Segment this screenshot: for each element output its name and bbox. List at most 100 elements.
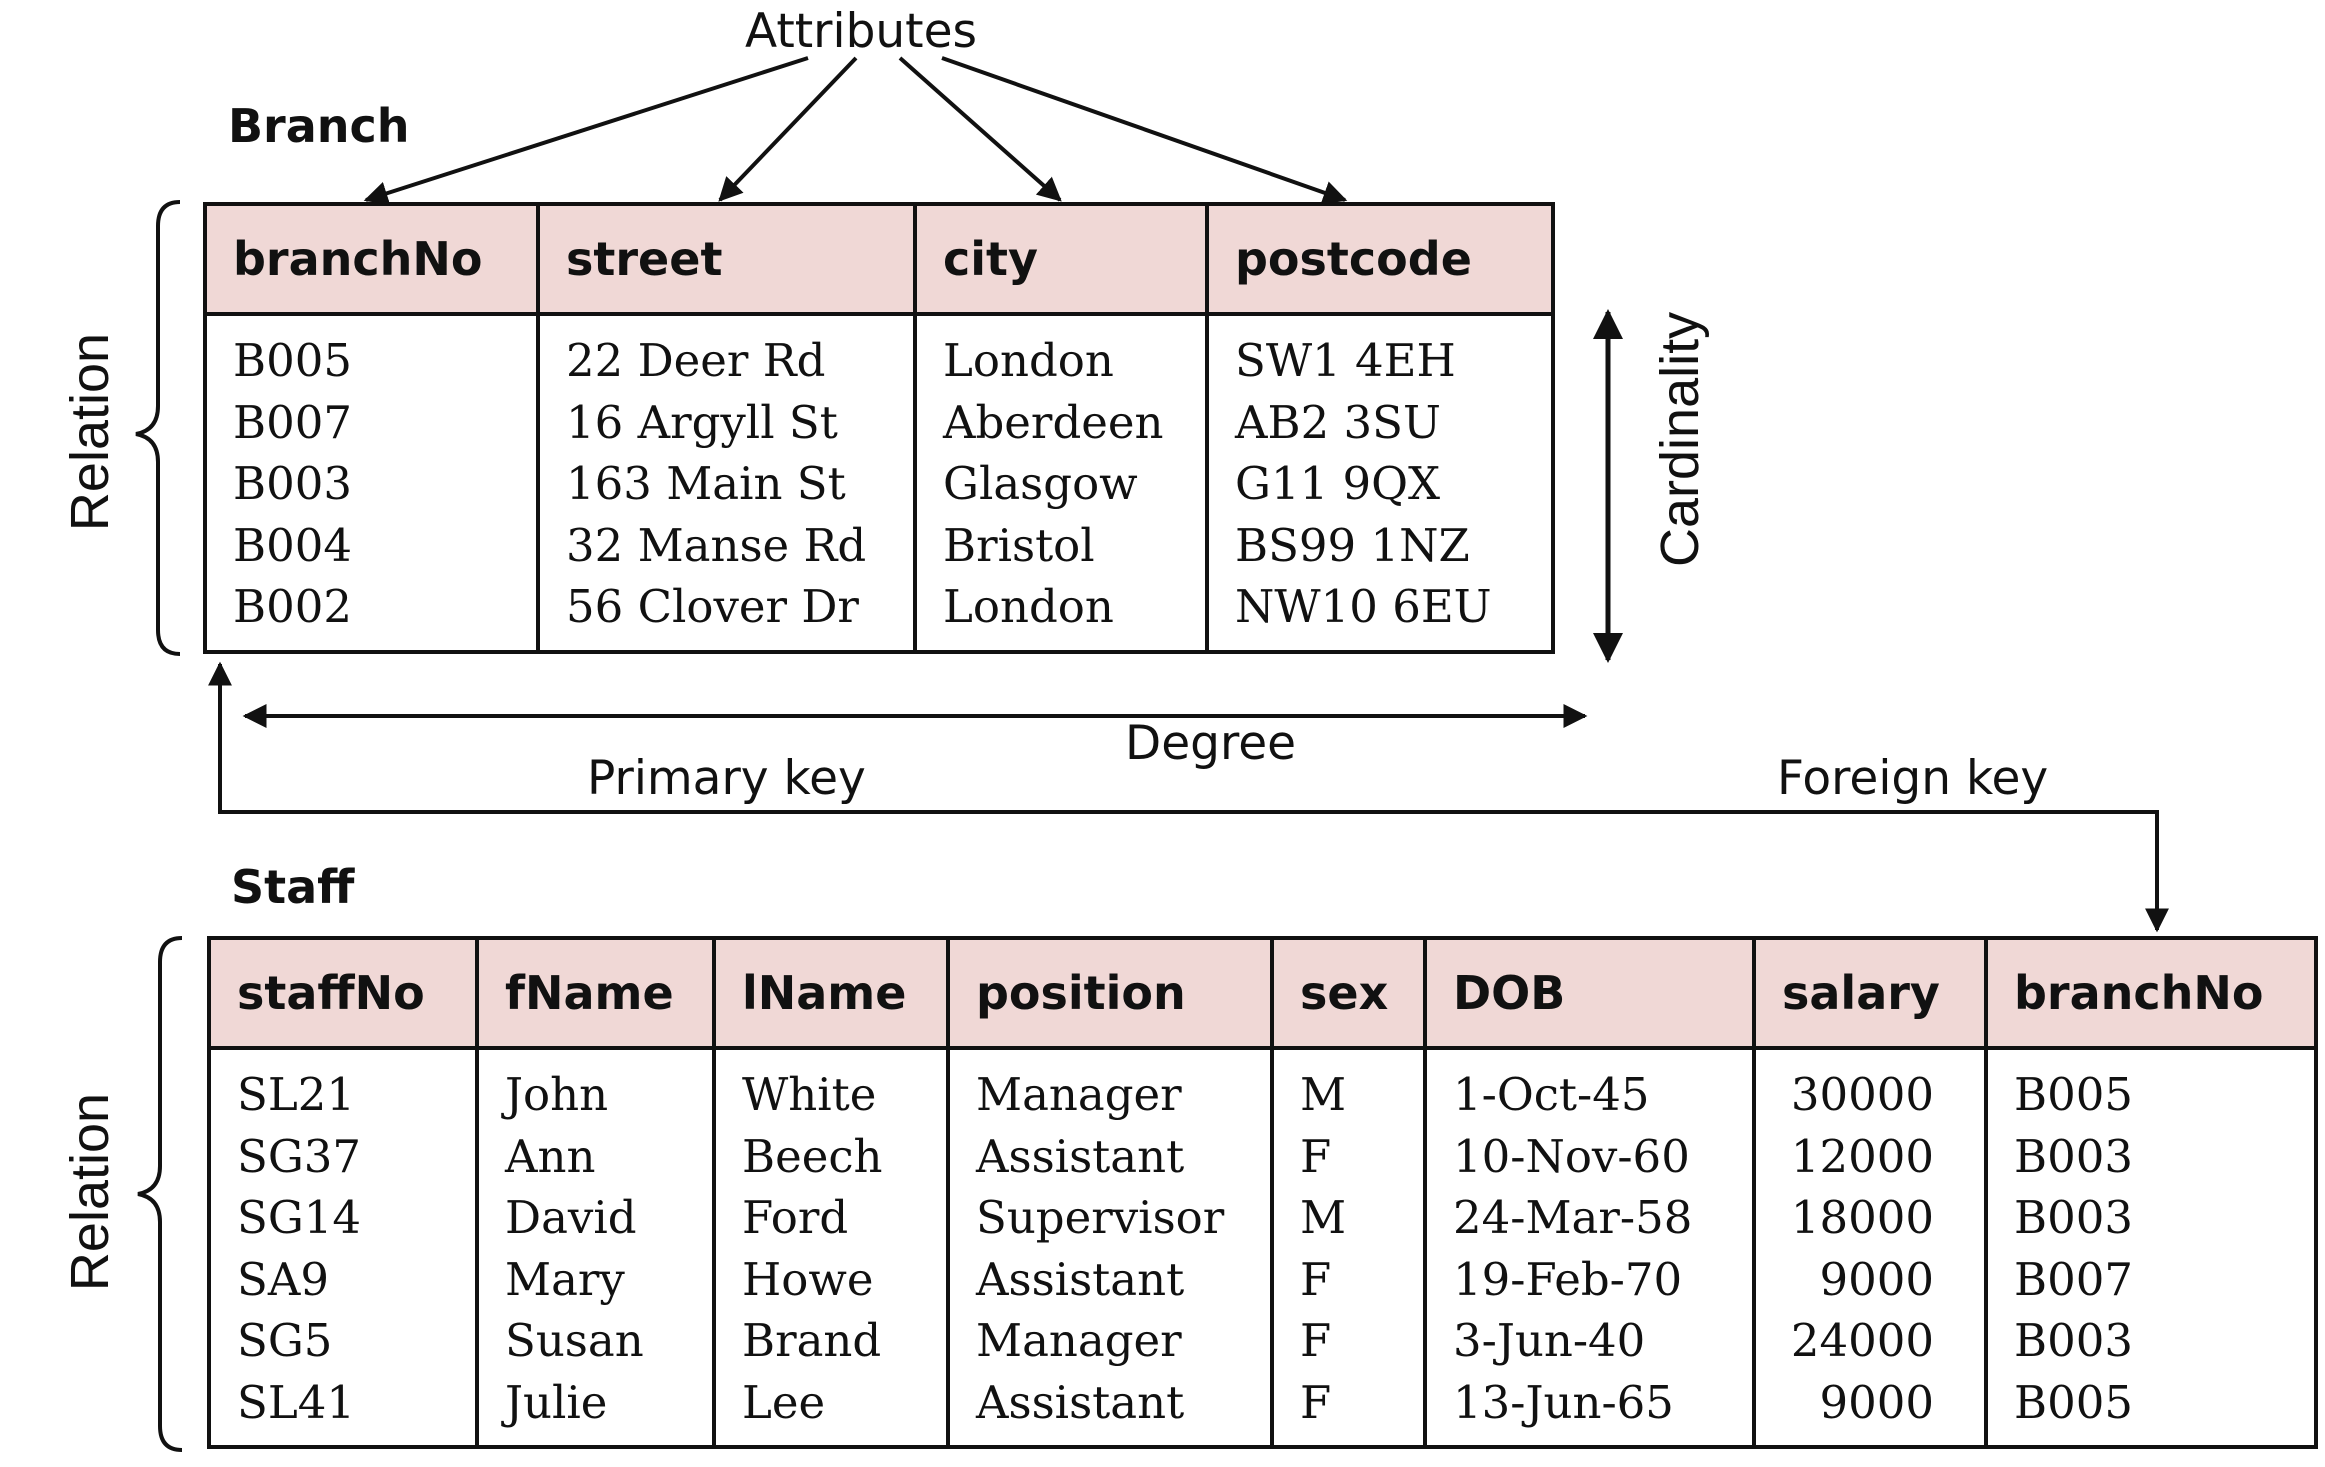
branch-cell: B002 xyxy=(203,576,540,652)
staff-col-header: fName xyxy=(475,938,716,1050)
staff-cell: SA9 xyxy=(207,1248,479,1310)
branch-col-header: street xyxy=(536,204,917,316)
staff-cell: M xyxy=(1270,1187,1427,1249)
staff-cell: B005 xyxy=(1984,1048,2318,1126)
staff-cell: 13-Jun-65 xyxy=(1423,1371,1756,1447)
staff-cell: Julie xyxy=(475,1371,716,1447)
staff-cell: Supervisor xyxy=(946,1187,1274,1249)
branch-col-header: postcode xyxy=(1205,204,1555,316)
branch-cell: AB2 3SU xyxy=(1205,391,1555,453)
attribute-arrows xyxy=(363,56,1348,205)
branch-row: B004 32 Manse Rd Bristol BS99 1NZ xyxy=(203,514,1555,576)
staff-cell: 18000 xyxy=(1752,1187,1988,1249)
staff-cell: SL21 xyxy=(207,1048,479,1126)
branch-cell: B003 xyxy=(203,453,540,515)
staff-cell: SG5 xyxy=(207,1310,479,1372)
attributes-label: Attributes xyxy=(745,4,978,59)
staff-cell: Assistant xyxy=(946,1125,1274,1187)
staff-cell: B003 xyxy=(1984,1125,2318,1187)
degree-label: Degree xyxy=(1125,716,1297,771)
staff-cell: 30000 xyxy=(1752,1048,1988,1126)
branch-col-header: branchNo xyxy=(203,204,540,316)
branch-row: B007 16 Argyll St Aberdeen AB2 3SU xyxy=(203,391,1555,453)
branch-cell: Aberdeen xyxy=(913,391,1209,453)
branch-row: B005 22 Deer Rd London SW1 4EH xyxy=(203,314,1555,392)
relation-label-bottom: Relation xyxy=(60,1092,120,1292)
staff-row: SL21 John White Manager M 1-Oct-45 30000… xyxy=(207,1048,2318,1126)
staff-row: SL41 Julie Lee Assistant F 13-Jun-65 900… xyxy=(207,1371,2318,1447)
staff-row: SG37 Ann Beech Assistant F 10-Nov-60 120… xyxy=(207,1125,2318,1187)
foreign-key-label: Foreign key xyxy=(1777,751,2049,806)
branch-cell: 22 Deer Rd xyxy=(536,314,917,392)
branch-cell: BS99 1NZ xyxy=(1205,514,1555,576)
staff-cell: Lee xyxy=(712,1371,950,1447)
staff-col-header: staffNo xyxy=(207,938,479,1050)
branch-cell: 32 Manse Rd xyxy=(536,514,917,576)
staff-cell: B003 xyxy=(1984,1310,2318,1372)
branch-cell: SW1 4EH xyxy=(1205,314,1555,392)
staff-cell: 12000 xyxy=(1752,1125,1988,1187)
staff-cell: 3-Jun-40 xyxy=(1423,1310,1756,1372)
staff-col-header: lName xyxy=(712,938,950,1050)
staff-cell: Manager xyxy=(946,1310,1274,1372)
staff-cell: Susan xyxy=(475,1310,716,1372)
staff-cell: Assistant xyxy=(946,1371,1274,1447)
staff-cell: 9000 xyxy=(1752,1248,1988,1310)
staff-col-header: branchNo xyxy=(1984,938,2318,1050)
staff-cell: Brand xyxy=(712,1310,950,1372)
staff-cell: Manager xyxy=(946,1048,1274,1126)
branch-row: B002 56 Clover Dr London NW10 6EU xyxy=(203,576,1555,652)
staff-cell: F xyxy=(1270,1248,1427,1310)
attribute-arrow xyxy=(941,56,1348,205)
branch-header-row: branchNo street city postcode xyxy=(203,204,1555,316)
staff-cell: 24000 xyxy=(1752,1310,1988,1372)
staff-cell: F xyxy=(1270,1310,1427,1372)
branch-cell: Glasgow xyxy=(913,453,1209,515)
staff-cell: B003 xyxy=(1984,1187,2318,1249)
staff-cell: Assistant xyxy=(946,1248,1274,1310)
branch-cell: B007 xyxy=(203,391,540,453)
primary-key-label: Primary key xyxy=(587,751,866,806)
staff-row: SA9 Mary Howe Assistant F 19-Feb-70 9000… xyxy=(207,1248,2318,1310)
branch-col-header: city xyxy=(913,204,1209,316)
branch-cell: London xyxy=(913,314,1209,392)
attribute-arrow xyxy=(363,56,809,205)
branch-cell: B005 xyxy=(203,314,540,392)
staff-cell: John xyxy=(475,1048,716,1126)
relation-brace-bottom xyxy=(137,936,183,1452)
staff-col-header: DOB xyxy=(1423,938,1756,1050)
branch-title: Branch xyxy=(228,99,410,153)
staff-cell: Beech xyxy=(712,1125,950,1187)
staff-col-header: position xyxy=(946,938,1274,1050)
staff-cell: 9000 xyxy=(1752,1371,1988,1447)
relation-label-top: Relation xyxy=(60,332,120,532)
staff-row: SG5 Susan Brand Manager F 3-Jun-40 24000… xyxy=(207,1310,2318,1372)
staff-cell: 19-Feb-70 xyxy=(1423,1248,1756,1310)
branch-table: branchNo street city postcode B005 22 De… xyxy=(203,202,1555,654)
attribute-arrow xyxy=(898,56,1062,202)
staff-cell: Mary xyxy=(475,1248,716,1310)
staff-cell: Ann xyxy=(475,1125,716,1187)
staff-cell: B007 xyxy=(1984,1248,2318,1310)
staff-title: Staff xyxy=(231,860,355,914)
branch-cell: G11 9QX xyxy=(1205,453,1555,515)
staff-row: SG14 David Ford Supervisor M 24-Mar-58 1… xyxy=(207,1187,2318,1249)
staff-cell: F xyxy=(1270,1125,1427,1187)
staff-cell: David xyxy=(475,1187,716,1249)
staff-header-row: staffNo fName lName position sex DOB sal… xyxy=(207,938,2318,1050)
staff-cell: 24-Mar-58 xyxy=(1423,1187,1756,1249)
branch-cell: 56 Clover Dr xyxy=(536,576,917,652)
staff-cell: SG14 xyxy=(207,1187,479,1249)
staff-cell: 10-Nov-60 xyxy=(1423,1125,1756,1187)
branch-row: B003 163 Main St Glasgow G11 9QX xyxy=(203,453,1555,515)
staff-cell: White xyxy=(712,1048,950,1126)
branch-cell: London xyxy=(913,576,1209,652)
staff-cell: Ford xyxy=(712,1187,950,1249)
attribute-arrow xyxy=(718,56,858,202)
relation-brace-top xyxy=(135,200,181,656)
branch-cell: 163 Main St xyxy=(536,453,917,515)
staff-cell: SG37 xyxy=(207,1125,479,1187)
branch-cell: NW10 6EU xyxy=(1205,576,1555,652)
staff-table: staffNo fName lName position sex DOB sal… xyxy=(207,936,2318,1449)
